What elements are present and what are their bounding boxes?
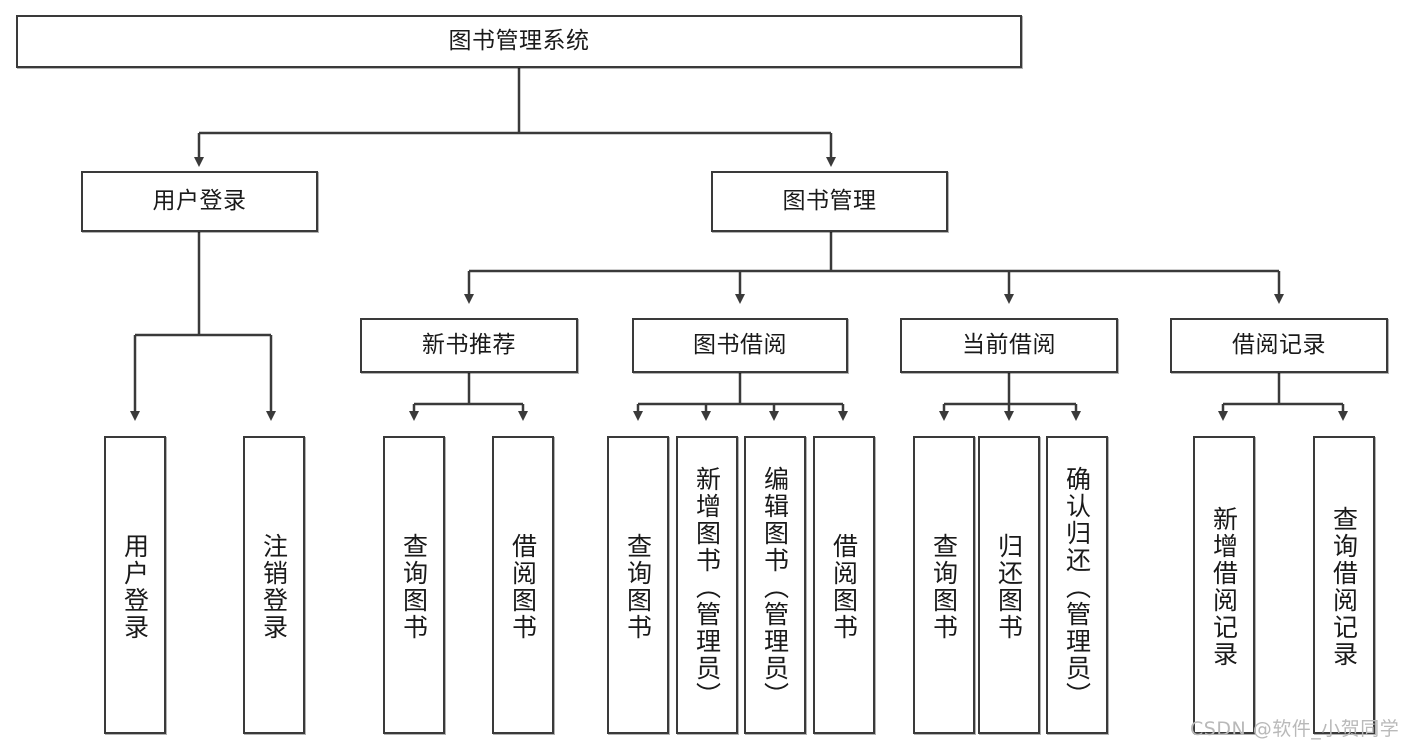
leaf-query-borrow-record[interactable]: 查询借阅记录 — [1313, 436, 1375, 734]
node-label: 查询图书 — [623, 533, 653, 641]
node-label: 新书推荐 — [422, 331, 516, 358]
node-current-borrow[interactable]: 当前借阅 — [900, 318, 1118, 373]
leaf-query-book-recommend[interactable]: 查询图书 — [383, 436, 445, 734]
leaf-logout-login[interactable]: 注销登录 — [243, 436, 305, 734]
node-label: 当前借阅 — [962, 331, 1056, 358]
node-label: 新增借阅记录 — [1209, 506, 1239, 668]
node-label: 查询图书 — [929, 533, 959, 641]
node-label: 用户登录 — [152, 187, 247, 214]
leaf-add-book-admin[interactable]: 新增图书（管理员） — [676, 436, 738, 734]
node-new-book-recommend[interactable]: 新书推荐 — [360, 318, 578, 373]
node-label: 查询借阅记录 — [1329, 506, 1359, 668]
csdn-watermark: CSDN @软件_小贺同学 — [1190, 718, 1400, 740]
node-label: 借阅图书 — [829, 533, 859, 641]
node-label: 查询图书 — [399, 533, 429, 641]
node-user-login[interactable]: 用户登录 — [81, 171, 318, 232]
node-label: 新增图书（管理员） — [692, 465, 722, 709]
leaf-return-book[interactable]: 归还图书 — [978, 436, 1040, 734]
leaf-query-book-borrow[interactable]: 查询图书 — [607, 436, 669, 734]
node-label: 借阅图书 — [508, 533, 538, 641]
leaf-add-borrow-record[interactable]: 新增借阅记录 — [1193, 436, 1255, 734]
node-label: 注销登录 — [259, 533, 289, 641]
node-label: 归还图书 — [994, 533, 1024, 641]
node-book-management[interactable]: 图书管理 — [711, 171, 948, 232]
node-label: 用户登录 — [120, 533, 150, 641]
leaf-borrow-book[interactable]: 借阅图书 — [813, 436, 875, 734]
leaf-edit-book-admin[interactable]: 编辑图书（管理员） — [744, 436, 806, 734]
node-label: 图书管理系统 — [448, 27, 590, 54]
leaf-query-book-current[interactable]: 查询图书 — [913, 436, 975, 734]
node-borrow-record[interactable]: 借阅记录 — [1170, 318, 1388, 373]
node-label: 编辑图书（管理员） — [760, 465, 790, 709]
node-label: 图书借阅 — [693, 331, 787, 358]
node-label: 借阅记录 — [1232, 331, 1326, 358]
node-root-book-management-system[interactable]: 图书管理系统 — [16, 15, 1022, 68]
node-label: 图书管理 — [782, 187, 877, 214]
node-label: 确认归还（管理员） — [1062, 465, 1092, 709]
node-book-borrow[interactable]: 图书借阅 — [632, 318, 848, 373]
leaf-user-login[interactable]: 用户登录 — [104, 436, 166, 734]
leaf-confirm-return-admin[interactable]: 确认归还（管理员） — [1046, 436, 1108, 734]
leaf-borrow-book-recommend[interactable]: 借阅图书 — [492, 436, 554, 734]
